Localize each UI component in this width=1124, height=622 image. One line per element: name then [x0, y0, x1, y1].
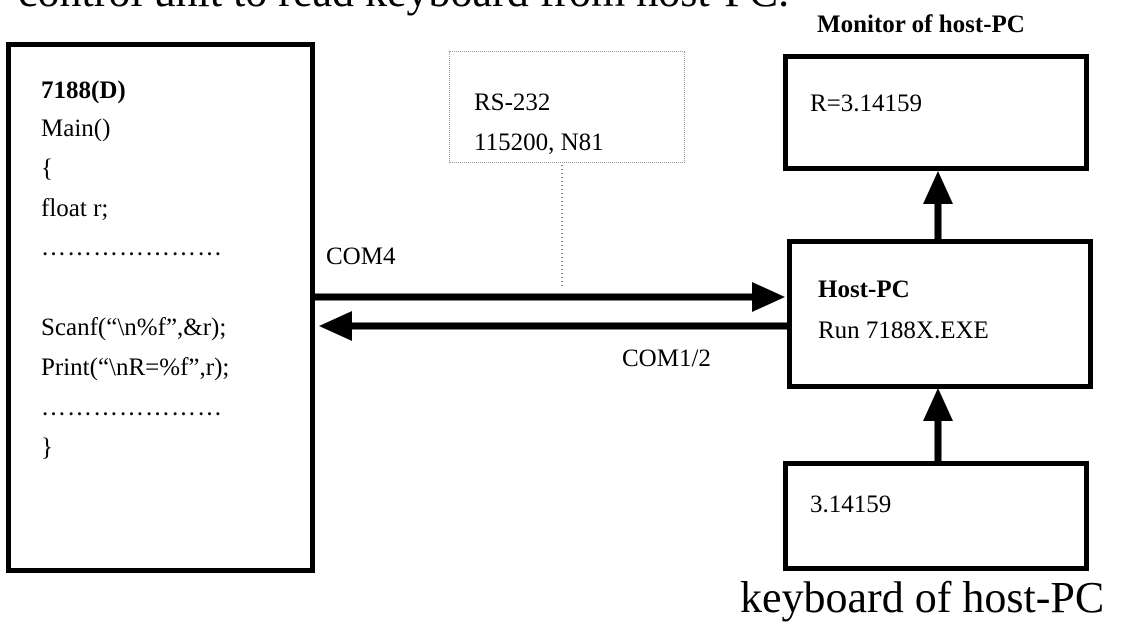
code-line: Scanf(“\n%f”,&r); [41, 314, 227, 341]
host-pc-program: Run 7188X.EXE [818, 317, 989, 344]
host-pc-box: Host-PC Run 7188X.EXE [787, 239, 1093, 389]
rs232-settings: 115200, N81 [474, 129, 604, 156]
top-text: control unit to read keyboard from host-… [18, 0, 789, 14]
code-line: { [41, 155, 53, 182]
code-line: } [41, 434, 53, 461]
com12-label: COM1/2 [622, 345, 711, 372]
monitor-arrow-head [923, 171, 953, 204]
device-title: 7188(D) [41, 77, 126, 104]
rs232-box: RS-232 115200, N81 [449, 51, 685, 163]
monitor-box: R=3.14159 [783, 54, 1089, 171]
code-line: ………………… [41, 234, 223, 261]
keyboard-input: 3.14159 [810, 491, 892, 518]
host-pc-title: Host-PC [818, 276, 910, 303]
keyboard-arrow-head [923, 388, 953, 421]
rx-arrow-head [319, 311, 352, 341]
keyboard-box: 3.14159 [783, 461, 1089, 571]
code-line: ………………… [41, 394, 223, 421]
monitor-output: R=3.14159 [810, 90, 923, 117]
code-line: float r; [41, 195, 109, 222]
keyboard-caption: keyboard of host-PC [740, 573, 1105, 622]
code-line: Main() [41, 115, 111, 142]
code-line: Print(“\nR=%f”,r); [41, 354, 230, 381]
rs232-label: RS-232 [474, 89, 551, 116]
monitor-title: Monitor of host-PC [817, 11, 1025, 38]
com4-label: COM4 [326, 243, 396, 270]
tx-arrow-head [752, 282, 785, 312]
device-program-box: 7188(D) Main() { float r; ………………… Scanf(… [6, 42, 315, 573]
